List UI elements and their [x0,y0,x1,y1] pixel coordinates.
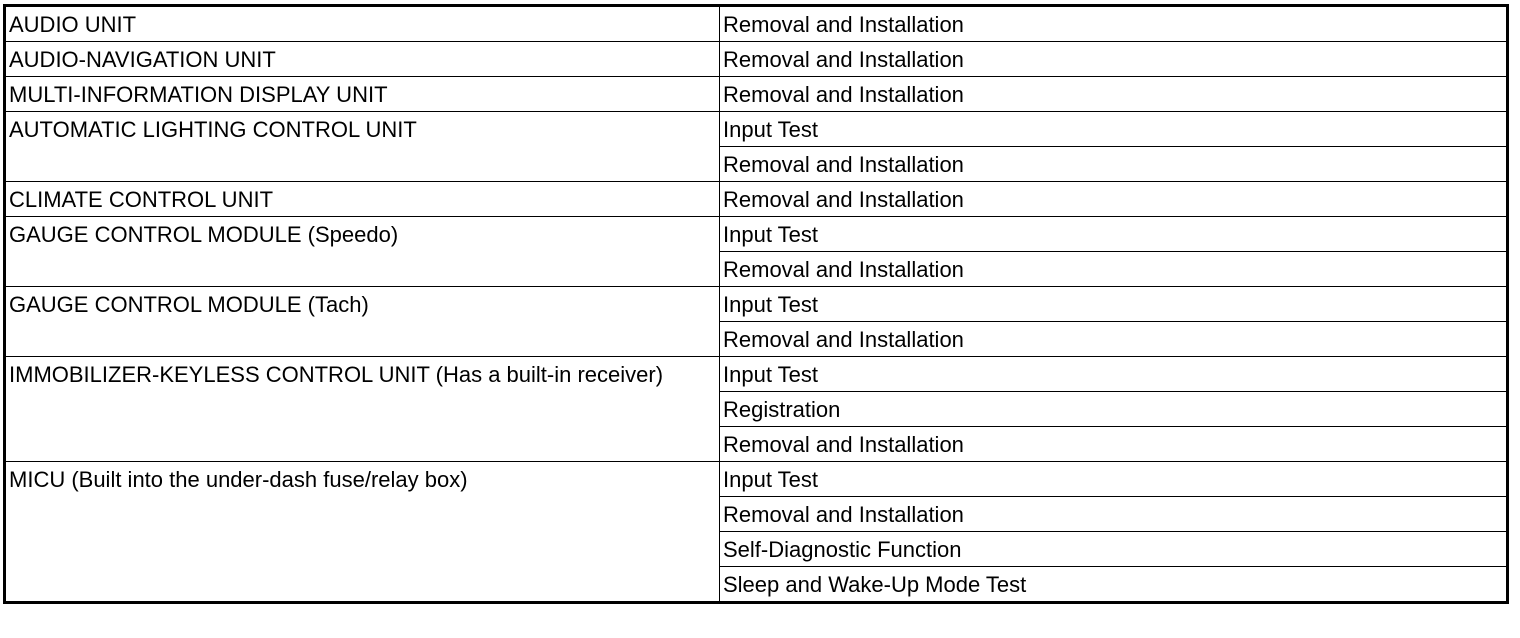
component-name: CLIMATE CONTROL UNIT [9,187,274,212]
component-name: MULTI-INFORMATION DISPLAY UNIT [9,82,388,107]
procedure-link[interactable]: Removal and Installation [723,12,964,37]
table-row: AUTOMATIC LIGHTING CONTROL UNIT Input Te… [5,111,1507,182]
procedure-cell: Removal and Installation [719,76,1507,112]
procedure-link[interactable]: Removal and Installation [723,257,964,282]
procedure-link[interactable]: Self-Diagnostic Function [723,537,962,562]
component-cell: IMMOBILIZER-KEYLESS CONTROL UNIT (Has a … [5,356,720,462]
procedure-cell: Removal and Installation [719,251,1507,287]
component-cell: AUDIO-NAVIGATION UNIT [5,41,720,77]
procedure-link[interactable]: Removal and Installation [723,327,964,352]
table-row: IMMOBILIZER-KEYLESS CONTROL UNIT (Has a … [5,356,1507,462]
procedure-cell: Removal and Installation [719,181,1507,217]
table-row: AUDIO-NAVIGATION UNIT Removal and Instal… [5,41,1507,77]
component-cell: MICU (Built into the under-dash fuse/rel… [5,461,720,602]
procedure-link[interactable]: Input Test [723,362,818,387]
table-body: AUDIO UNIT Removal and Installation AUDI… [5,6,1507,602]
component-cell: GAUGE CONTROL MODULE (Speedo) [5,216,720,287]
component-name: AUTOMATIC LIGHTING CONTROL UNIT [9,117,417,142]
procedure-cell: Removal and Installation [719,41,1507,77]
procedure-cell: Input Test [719,461,1507,497]
procedure-cell: Input Test [719,216,1507,252]
table-row: AUDIO UNIT Removal and Installation [5,6,1507,42]
table-row: Removal and Installation [6,321,1507,357]
procedure-cell: Removal and Installation [719,426,1507,462]
procedure-link[interactable]: Removal and Installation [723,502,964,527]
procedure-link[interactable]: Input Test [723,467,818,492]
table-row: GAUGE CONTROL MODULE (Speedo) Input Test [5,216,1507,287]
table-row: Removal and Installation [6,496,1507,532]
component-cell: AUDIO UNIT [5,6,720,42]
procedure-link[interactable]: Removal and Installation [723,432,964,457]
procedure-link[interactable]: Removal and Installation [723,152,964,177]
table-row: Removal and Installation [6,251,1507,287]
component-name: IMMOBILIZER-KEYLESS CONTROL UNIT (Has a … [9,362,664,387]
component-cell: MULTI-INFORMATION DISPLAY UNIT [5,76,720,112]
procedure-cell: Removal and Installation [719,146,1507,182]
component-name: AUDIO-NAVIGATION UNIT [9,47,276,72]
procedure-cell: Self-Diagnostic Function [719,531,1507,567]
component-cell: CLIMATE CONTROL UNIT [5,181,720,217]
procedure-link[interactable]: Sleep and Wake-Up Mode Test [723,572,1027,597]
procedure-link[interactable]: Input Test [723,222,818,247]
procedure-cell: Removal and Installation [719,6,1507,42]
table-row: CLIMATE CONTROL UNIT Removal and Install… [5,181,1507,217]
procedure-cell: Input Test [719,356,1507,392]
procedure-cell: Registration [719,391,1507,427]
component-name: AUDIO UNIT [9,12,137,37]
component-name: MICU (Built into the under-dash fuse/rel… [9,467,468,492]
procedure-link[interactable]: Input Test [723,292,818,317]
component-cell: GAUGE CONTROL MODULE (Tach) [5,286,720,357]
procedure-link[interactable]: Removal and Installation [723,187,964,212]
table-row: Removal and Installation [6,146,1507,182]
component-name: GAUGE CONTROL MODULE (Tach) [9,292,369,317]
procedure-cell: Removal and Installation [719,496,1507,532]
table-row: MULTI-INFORMATION DISPLAY UNIT Removal a… [5,76,1507,112]
component-name: GAUGE CONTROL MODULE (Speedo) [9,222,399,247]
component-cell: AUTOMATIC LIGHTING CONTROL UNIT [5,111,720,182]
procedure-cell: Sleep and Wake-Up Mode Test [719,566,1507,602]
procedure-link[interactable]: Removal and Installation [723,82,964,107]
component-procedure-table: AUDIO UNIT Removal and Installation AUDI… [3,4,1509,604]
table-row: GAUGE CONTROL MODULE (Tach) Input Test [5,286,1507,357]
table-row: MICU (Built into the under-dash fuse/rel… [5,461,1507,602]
procedure-cell: Input Test [719,111,1507,147]
procedure-link[interactable]: Input Test [723,117,818,142]
procedure-cell: Removal and Installation [719,321,1507,357]
procedure-link[interactable]: Registration [723,397,841,422]
table-row: Sleep and Wake-Up Mode Test [6,566,1507,602]
procedure-cell: Input Test [719,286,1507,322]
procedure-link[interactable]: Removal and Installation [723,47,964,72]
